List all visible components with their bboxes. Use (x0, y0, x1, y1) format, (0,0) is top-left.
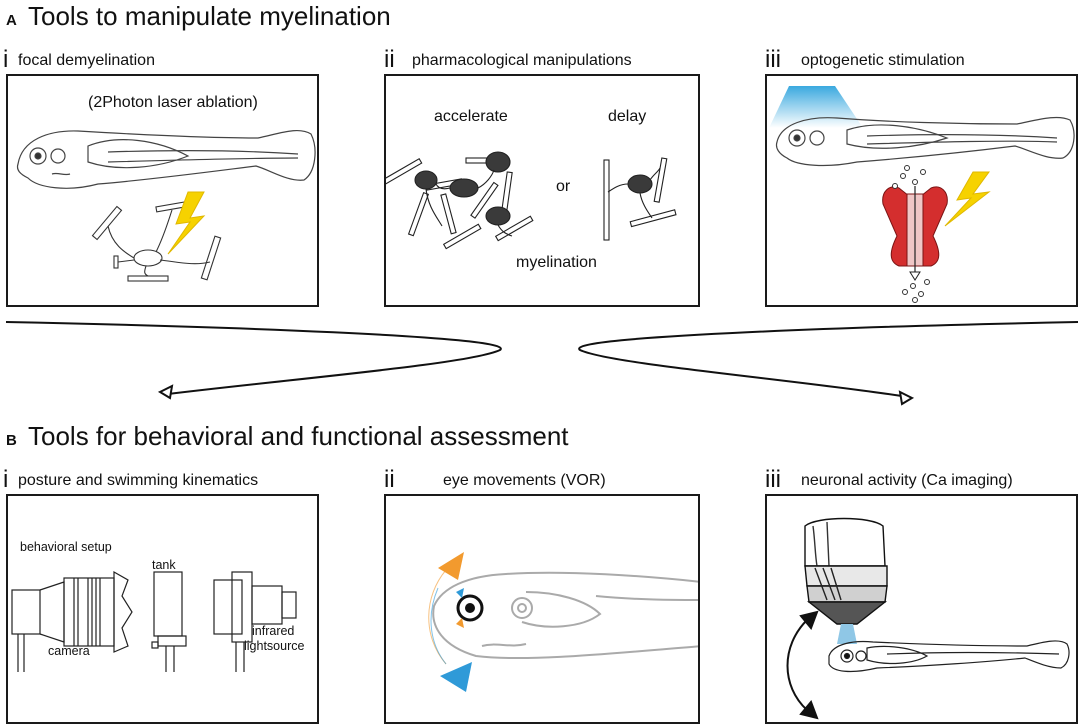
panel-a3-numeral: iii (765, 46, 781, 73)
panel-b2-numeral: ii (384, 466, 395, 493)
infrared-label: infrared (252, 624, 295, 638)
eye-icon (456, 594, 484, 622)
lightning-bolt-icon (944, 171, 991, 227)
section-a-letter: A (6, 12, 17, 29)
ablation-label: (2Photon laser ablation) (88, 94, 258, 111)
focal-demyelination-drawing (16, 130, 316, 282)
arrowhead-left-icon (157, 384, 174, 400)
lightsource-label: lightsource (244, 639, 305, 653)
section-b-letter: B (6, 432, 17, 449)
panel-b1-numeral: i (3, 466, 9, 493)
myelination-label: myelination (516, 254, 597, 271)
small-orange-arrow-icon (456, 618, 464, 628)
behavioral-setup-label: behavioral setup (20, 540, 112, 554)
panel-focal-demyelination: (2Photon laser ablation) (6, 74, 319, 307)
camera-icon (11, 570, 133, 672)
flow-arrow-icon (909, 271, 921, 281)
lightning-bolt-icon (167, 191, 206, 255)
panel-optogenetic (765, 74, 1078, 307)
section-b-title: Tools for behavioral and functional asse… (28, 421, 569, 451)
oligodendrocyte-single-icon (603, 157, 677, 241)
panel-a1-title: focal demyelination (18, 52, 155, 69)
tank-label: tank (152, 558, 176, 572)
optogenetic-drawing (769, 86, 1075, 303)
oligodendrocyte-icon (91, 200, 222, 282)
or-label: or (556, 178, 571, 195)
panel-a2-numeral: ii (384, 46, 395, 73)
panel-neuronal-activity (765, 494, 1078, 724)
zebrafish-larva-icon (775, 116, 1075, 167)
calcium-imaging-drawing (786, 517, 1070, 720)
accelerate-label: accelerate (434, 108, 508, 125)
light-cone-icon (837, 624, 857, 644)
panel-b3-numeral: iii (765, 466, 781, 493)
tank-icon (151, 571, 187, 672)
camera-label: camera (48, 644, 90, 658)
ion-particles-icon (892, 165, 930, 303)
orange-arrow-icon (438, 552, 464, 580)
panel-posture-kinematics: behavioral setup tank camera infrared li… (6, 494, 319, 724)
microscope-objective-icon (804, 517, 888, 625)
delay-label: delay (608, 108, 647, 125)
oligodendrocyte-cluster-icon (386, 151, 534, 250)
lightsource-icon (213, 571, 297, 672)
panel-a3-title: optogenetic stimulation (801, 52, 965, 69)
small-blue-arrow-icon (456, 588, 464, 598)
panel-a1-numeral: i (3, 46, 9, 73)
rotation-arrow-icon (786, 610, 819, 720)
panel-a2-title: pharmacological manipulations (412, 52, 632, 69)
panel-b3-title: neuronal activity (Ca imaging) (801, 472, 1013, 489)
blue-arrow-icon (440, 662, 472, 692)
pharmacology-drawing (386, 151, 677, 250)
arrowhead-right-icon (898, 390, 915, 406)
vor-drawing (428, 552, 698, 692)
section-a-title: Tools to manipulate myelination (28, 1, 391, 31)
panel-b1-title: posture and swimming kinematics (18, 472, 259, 489)
light-beam-icon (769, 86, 863, 128)
panel-eye-movements (384, 494, 700, 724)
panel-b2-title: eye movements (VOR) (443, 472, 606, 489)
zebrafish-head-icon (432, 571, 698, 660)
panel-pharmacological: accelerate delay or myelination (384, 74, 700, 307)
zebrafish-larva-icon (16, 130, 316, 189)
zebrafish-larva-icon (828, 640, 1070, 673)
behavioral-setup-drawing (11, 570, 297, 672)
